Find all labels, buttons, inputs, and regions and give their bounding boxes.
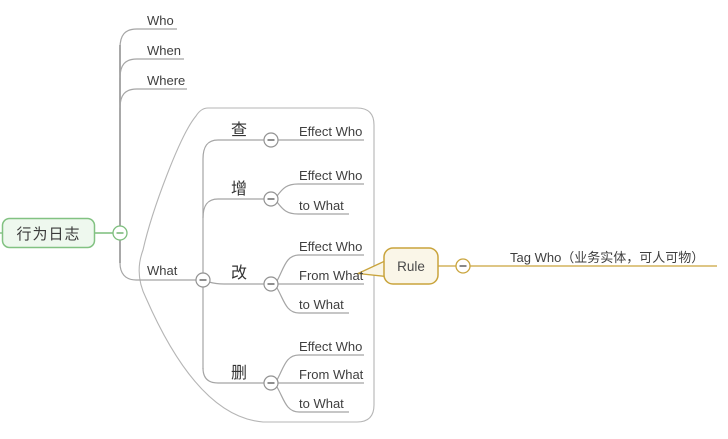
branch-line-what (119, 262, 196, 281)
line-gai-effectwho (276, 254, 364, 282)
line-zeng-towhat (276, 201, 349, 215)
topic-who[interactable]: Who (147, 13, 174, 28)
branch-line-zeng (202, 198, 264, 219)
topic-shan-effect-who[interactable]: Effect Who (299, 339, 363, 354)
branch-line-when (119, 58, 184, 79)
topic-zeng-effect-who[interactable]: Effect Who (299, 168, 363, 183)
rule-topic-label[interactable]: Rule (397, 258, 425, 274)
topic-gai[interactable]: 改 (231, 265, 248, 282)
line-gai-towhat (276, 287, 349, 314)
topic-when[interactable]: When (147, 43, 181, 58)
topic-cha[interactable]: 查 (231, 122, 248, 139)
collapse-toggle-cha[interactable] (263, 132, 279, 148)
branch-line-gai (208, 281, 264, 285)
topic-where[interactable]: Where (147, 73, 186, 88)
line-zeng-effectwho (276, 183, 364, 197)
topic-gai-effect-who[interactable]: Effect Who (299, 239, 363, 254)
topic-shan-from-what[interactable]: From What (299, 367, 364, 382)
collapse-toggle-rule[interactable] (455, 258, 471, 274)
what-subtree-boundary (138, 107, 375, 423)
topic-gai-to-what[interactable]: to What (299, 297, 344, 312)
root-node-box[interactable] (1, 217, 96, 249)
branch-line-who (119, 28, 177, 49)
topic-shan-to-what[interactable]: to What (299, 396, 344, 411)
branch-line-cha (202, 139, 264, 160)
topic-cha-effect-who[interactable]: Effect Who (299, 124, 363, 139)
topic-zeng[interactable]: 增 (231, 181, 248, 198)
topic-shan[interactable]: 删 (231, 365, 248, 382)
collapse-toggle-gai[interactable] (263, 276, 279, 292)
topic-zeng-to-what[interactable]: to What (299, 198, 344, 213)
topic-what[interactable]: What (147, 263, 178, 278)
collapse-toggle-root[interactable] (112, 225, 128, 241)
line-shan-effectwho (276, 354, 364, 381)
collapse-toggle-zeng[interactable] (263, 191, 279, 207)
topic-gai-from-what[interactable]: From What (299, 268, 364, 283)
topic-tag-who[interactable]: Tag Who（业务实体，可人可物） (510, 250, 705, 265)
collapse-toggle-shan[interactable] (263, 375, 279, 391)
branch-line-where (119, 88, 187, 109)
branch-line-shan (202, 367, 264, 384)
collapse-toggle-what[interactable] (195, 272, 211, 288)
line-shan-towhat (276, 386, 349, 413)
root-topic-label[interactable]: 行为日志 (16, 225, 81, 243)
